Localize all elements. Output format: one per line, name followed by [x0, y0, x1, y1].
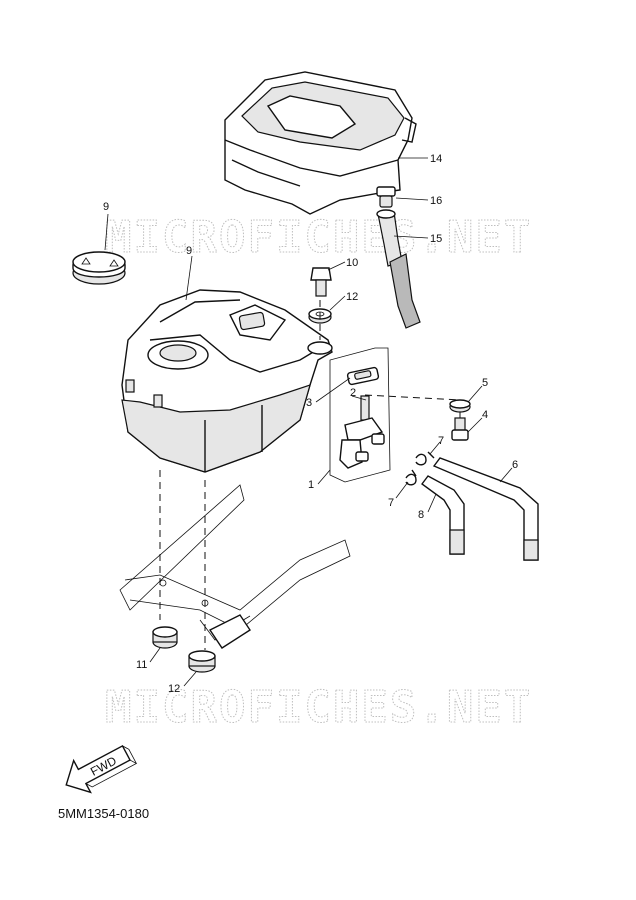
callout-5: 5 [482, 377, 488, 389]
figure-code: 5MM1354-0180 [58, 806, 150, 821]
callout-6: 6 [512, 459, 518, 471]
part-8-hose [421, 475, 465, 555]
callout-7-upper: 7 [438, 435, 444, 447]
part-12-grommet-a [152, 626, 178, 649]
frame-outline [119, 484, 351, 649]
callouts: 9 9 10 12 14 16 15 3 2 5 4 7 7 6 8 1 11 … [103, 153, 518, 695]
part-9-fuel-tank [121, 289, 333, 473]
callout-10: 9 [103, 201, 109, 213]
callout-15: 15 [430, 233, 442, 245]
part-12-grommet-b [188, 650, 216, 673]
part-7-clips [405, 451, 435, 486]
callout-3: 3 [306, 397, 312, 409]
part-1-fuel-cock-group [329, 347, 391, 483]
callout-2: 2 [350, 387, 356, 399]
leader-lines [104, 157, 513, 687]
part-15-hose [376, 209, 421, 329]
part-4-bolt [451, 417, 469, 441]
part-16-fitting [376, 186, 396, 208]
callout-8: 8 [418, 509, 424, 521]
callout-13: 12 [346, 291, 358, 303]
part-14-cover [224, 71, 417, 215]
part-5-washer [449, 399, 471, 413]
callout-4: 4 [482, 409, 488, 421]
part-10-fuel-cap [72, 251, 126, 285]
callout-9: 9 [186, 245, 192, 257]
watermark-bottom: MICROFICHES.NET [105, 682, 532, 733]
callout-12-a: 11 [136, 659, 147, 671]
part-6-hose [432, 457, 539, 561]
part-11-bolt [310, 267, 332, 297]
watermark-top: MICROFICHES.NET [105, 212, 532, 263]
callout-11: 10 [346, 257, 358, 269]
part-3-gasket [346, 366, 380, 386]
callout-16: 16 [430, 195, 442, 207]
callout-12-b: 12 [168, 683, 180, 695]
fwd-arrow-icon: FWD [65, 744, 138, 794]
callout-7-lower: 7 [388, 497, 394, 509]
callout-1: 1 [308, 479, 314, 491]
callout-14: 14 [430, 153, 442, 165]
part-2-fuel-cock [339, 395, 385, 469]
